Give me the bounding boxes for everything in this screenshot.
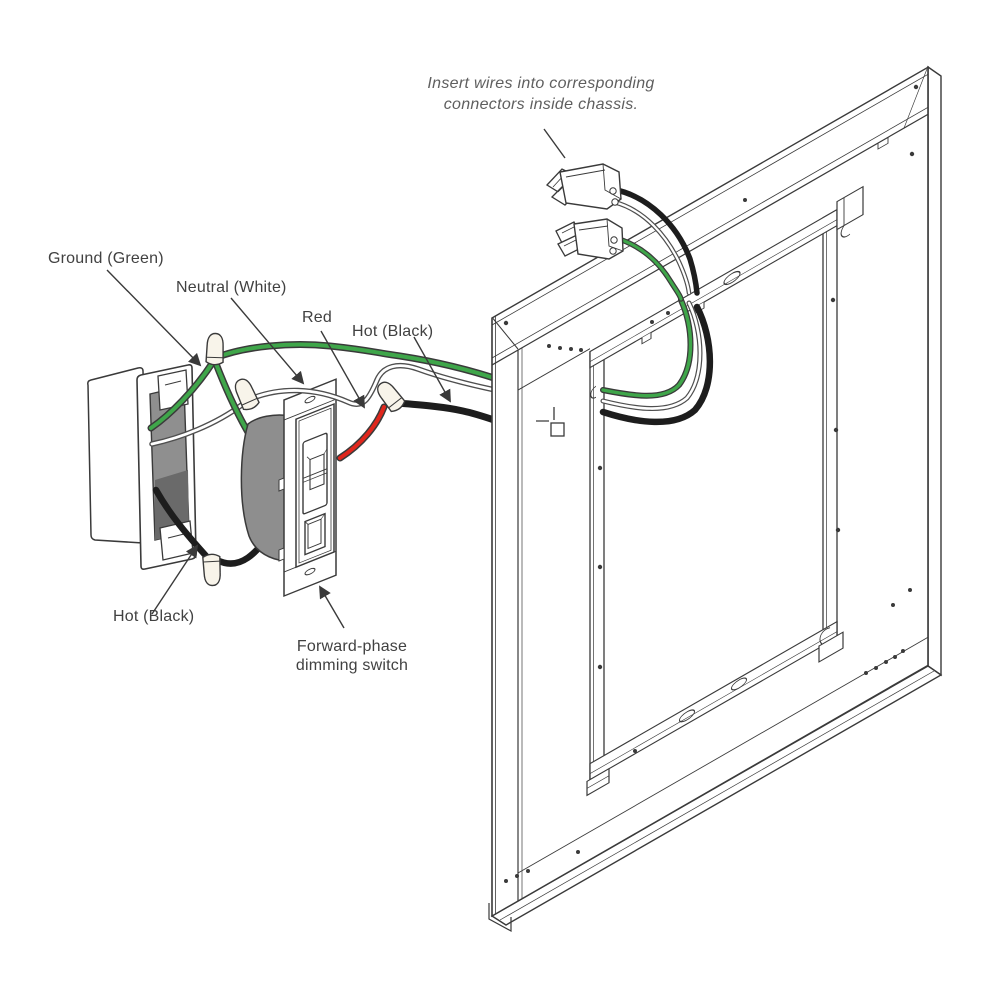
inner-mounting-frame bbox=[586, 185, 864, 797]
wall-box-assembly bbox=[87, 332, 507, 598]
electrical-wall-box bbox=[87, 364, 197, 570]
instruction-note-line1: Insert wires into corresponding bbox=[427, 75, 654, 92]
label-switch-line1: Forward-phase bbox=[297, 638, 407, 655]
dimmer-heatsink-body bbox=[240, 414, 293, 561]
screw-holes bbox=[503, 84, 919, 883]
wire-slack-loop bbox=[599, 297, 714, 426]
instruction-note-line2: connectors inside chassis. bbox=[444, 96, 639, 113]
annotations: Insert wires into corresponding connecto… bbox=[48, 75, 654, 674]
leader-arrow-red bbox=[320, 330, 365, 409]
red-wire bbox=[336, 403, 388, 462]
label-hot-bottom: Hot (Black) bbox=[113, 608, 194, 625]
registration-mark bbox=[536, 407, 565, 437]
label-ground: Ground (Green) bbox=[48, 250, 164, 267]
leader-arrow-hot-bottom bbox=[151, 544, 199, 615]
connector-wires bbox=[609, 186, 700, 302]
leader-arrow-hot-top bbox=[413, 336, 451, 403]
label-red: Red bbox=[302, 309, 332, 326]
wire-nut-red bbox=[373, 377, 408, 415]
wire-nut-ground bbox=[205, 332, 225, 366]
frame-foot-right bbox=[818, 631, 844, 663]
leader-arrow-switch bbox=[319, 585, 345, 629]
wire-nut-hot bbox=[201, 553, 222, 587]
wire-connector-top bbox=[545, 163, 622, 210]
label-switch-line2: dimming switch bbox=[296, 657, 408, 674]
hot-wire-in-box bbox=[152, 486, 211, 561]
note-leader-line bbox=[543, 128, 566, 159]
frame-corner-bracket bbox=[836, 185, 864, 231]
box-mounting-ear-bottom bbox=[159, 520, 194, 561]
leader-arrow-neutral bbox=[230, 297, 305, 385]
dimmer-switch bbox=[240, 378, 337, 598]
hot-wire-run bbox=[393, 399, 504, 426]
label-neutral: Neutral (White) bbox=[176, 279, 287, 296]
label-hot-top: Hot (Black) bbox=[352, 323, 433, 340]
chassis-frame bbox=[488, 65, 943, 933]
wire-connector-bottom bbox=[555, 218, 624, 260]
wire-runs-to-chassis bbox=[211, 341, 507, 426]
chassis-right-wall bbox=[927, 65, 942, 677]
leader-arrow-ground bbox=[106, 269, 202, 367]
